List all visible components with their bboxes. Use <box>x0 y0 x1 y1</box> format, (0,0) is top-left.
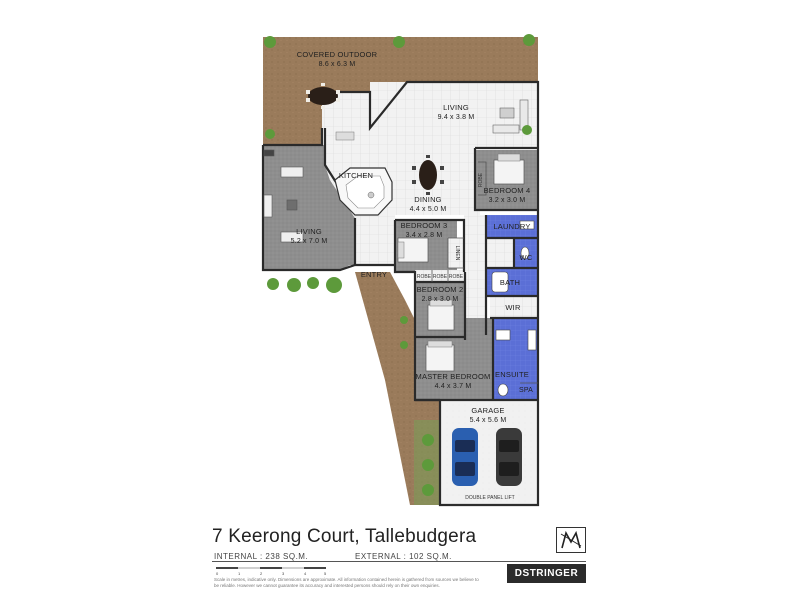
scale-tick: 2 <box>260 571 263 575</box>
room-label: ENSUITE <box>495 370 529 379</box>
room-label: KITCHEN <box>339 171 373 180</box>
room-label: BEDROOM 3 <box>401 221 448 230</box>
room-label: MASTER BEDROOM <box>416 372 491 381</box>
room-dims: 8.6 x 6.3 M <box>319 61 356 68</box>
bath-fixtures <box>491 220 537 397</box>
master-extension <box>465 318 493 340</box>
robe-label: ROBE <box>417 274 432 280</box>
linen-label: LINEN <box>454 246 460 261</box>
plants <box>264 34 535 496</box>
internal-area: INTERNAL : 238 SQ.M. <box>214 552 309 561</box>
robe-label: ROBE <box>433 274 448 280</box>
room-label: LIVING <box>296 227 322 236</box>
scale-tick: 3 <box>282 571 285 575</box>
living-main-top <box>372 82 538 200</box>
floor-plan: COVERED OUTDOOR 8.6 x 6.3 M LIVING 9.4 x… <box>261 34 540 507</box>
kitchen-island <box>334 131 393 216</box>
robes-floor <box>415 270 465 282</box>
dining-table <box>412 155 444 195</box>
room-dims: 4.4 x 5.0 M <box>410 206 447 213</box>
disclaimer: Scale in metres, indicative only. Dimens… <box>214 577 479 588</box>
bedroom4-bed <box>493 153 525 185</box>
living-west-furniture <box>263 149 304 243</box>
brand-logo-icon <box>556 527 586 553</box>
room-dims: 5.4 x 5.6 M <box>470 417 507 424</box>
room-label: WC <box>520 253 533 262</box>
room-label: COVERED OUTDOOR <box>297 50 378 59</box>
room-label: WIR <box>505 303 521 312</box>
plan-footer: 7 Keerong Court, Tallebudgera INTERNAL :… <box>212 522 592 600</box>
room-dims: 3.4 x 2.8 M <box>406 232 443 239</box>
scale-tick: 5 <box>324 571 327 575</box>
brand-logo: DSTRINGER <box>507 564 586 583</box>
scale-tick: 1 <box>238 571 241 575</box>
entry-label: ENTRY <box>361 270 387 279</box>
scale-bar: 0 1 2 3 4 5 <box>216 567 327 575</box>
room-label: BEDROOM 2 <box>417 285 464 294</box>
tile-floor <box>322 82 480 265</box>
outdoor-table <box>306 83 340 109</box>
hall-floor <box>486 238 514 268</box>
room-label: DINING <box>414 195 441 204</box>
interior-thin-walls <box>431 161 538 384</box>
room-label: BATH <box>500 278 520 287</box>
deck-area <box>263 37 538 145</box>
room-dims: 3.2 x 3.0 M <box>489 197 526 204</box>
room-label: LIVING <box>443 103 469 112</box>
garage-door-label: DOUBLE PANEL LIFT <box>465 495 514 501</box>
external-area: EXTERNAL : 102 SQ.M. <box>355 552 452 561</box>
property-address: 7 Keerong Court, Tallebudgera <box>212 526 477 547</box>
car-blue <box>452 428 478 486</box>
scale-tick: 0 <box>216 571 219 575</box>
robe-label: ROBE <box>478 172 484 187</box>
bedroom3-bed <box>397 237 429 263</box>
room-dims: 4.4 x 3.7 M <box>435 383 472 390</box>
room-label: BEDROOM 4 <box>484 186 531 195</box>
room-dims: 9.4 x 3.8 M <box>438 114 475 121</box>
wir-floor <box>490 296 538 318</box>
car-grey <box>496 428 522 486</box>
robe-label: ROBE <box>449 274 464 280</box>
scale-tick: 4 <box>304 571 307 575</box>
hallway-floor <box>464 215 486 335</box>
room-label: LAUNDRY <box>493 222 530 231</box>
room-label: GARAGE <box>471 406 504 415</box>
room-dims: 2.8 x 3.0 M <box>422 296 459 303</box>
room-label: SPA <box>519 387 533 394</box>
bedroom2-bed <box>427 299 455 331</box>
linen-floor <box>448 238 464 268</box>
room-labels: COVERED OUTDOOR 8.6 x 6.3 M LIVING 9.4 x… <box>291 50 533 501</box>
master-bed <box>425 340 455 372</box>
footer-divider <box>212 561 586 562</box>
room-dims: 5.2 x 7.0 M <box>291 238 328 245</box>
